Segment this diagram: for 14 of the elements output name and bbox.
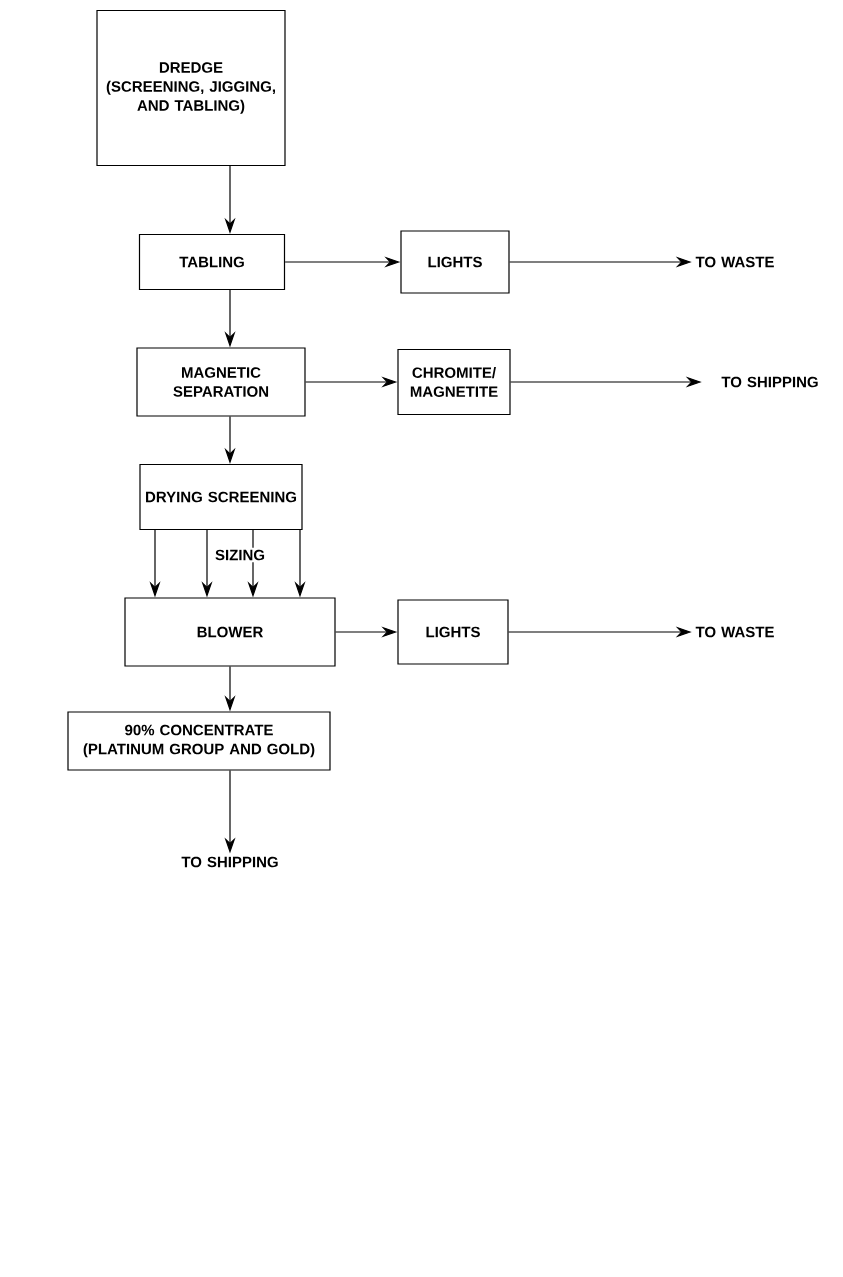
process-box: DREDGE (SCREENING, JIGGING, AND TABLING) xyxy=(96,9,286,167)
process-box: CHROMITE/ MAGNETITE xyxy=(397,348,511,416)
process-box: BLOWER xyxy=(124,597,336,667)
flow-text: TO WASTE xyxy=(695,256,774,268)
process-box: TABLING xyxy=(138,233,286,291)
process-box: MAGNETIC SEPARATION xyxy=(136,347,306,417)
process-box: 90% CONCENTRATE (PLATINUM GROUP AND GOLD) xyxy=(67,711,331,771)
flow-text: TO SHIPPING xyxy=(181,856,278,868)
process-box: LIGHTS xyxy=(397,599,509,665)
flow-text: TO WASTE xyxy=(695,626,774,638)
flow-text: TO SHIPPING xyxy=(721,376,818,388)
process-box: DRYING SCREENING xyxy=(139,463,303,531)
process-box: LIGHTS xyxy=(400,230,510,294)
flow-label: SIZING xyxy=(213,547,267,563)
